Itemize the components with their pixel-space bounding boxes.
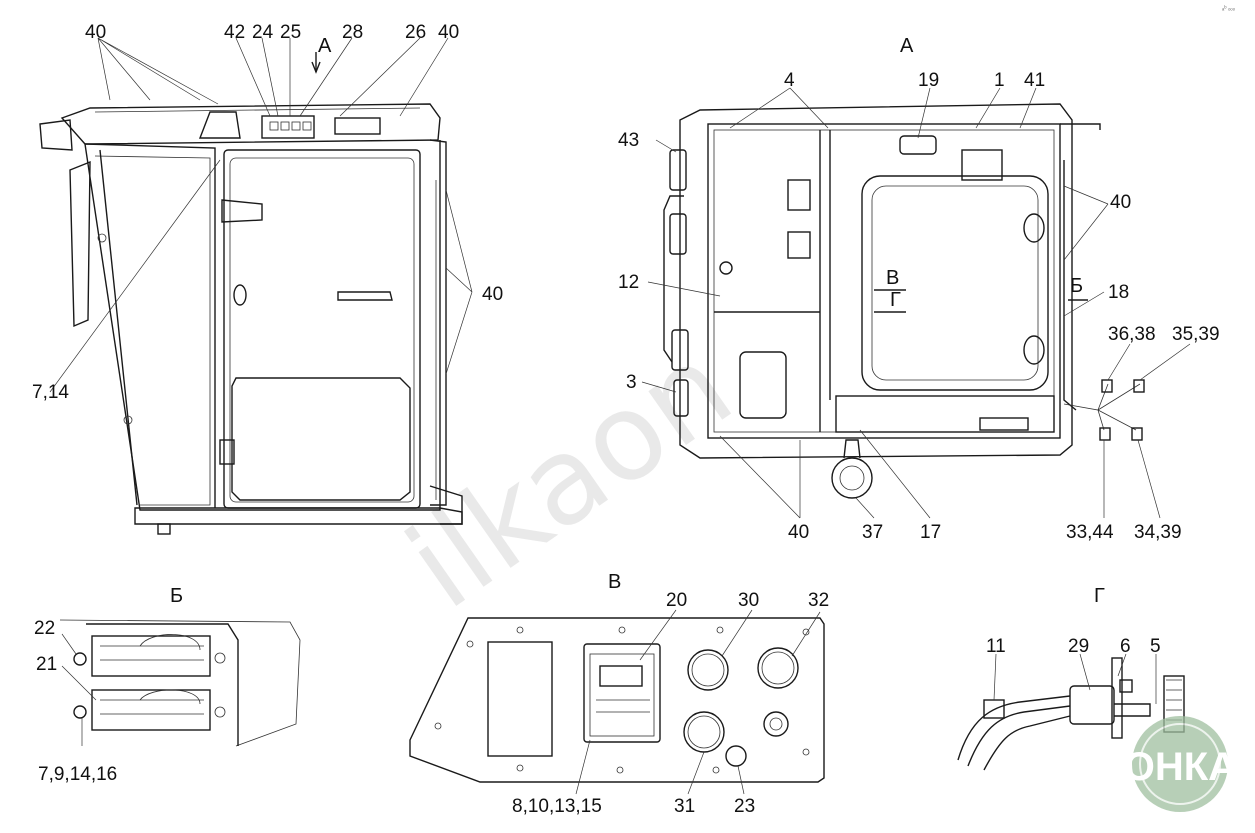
section-B-mark: Б [1070, 275, 1083, 297]
label-42: 42 [224, 22, 245, 43]
label-35-39: 35,39 [1172, 324, 1220, 345]
label-18: 18 [1108, 282, 1129, 303]
view-A-drawing [663, 103, 1145, 499]
label-3: 3 [626, 372, 637, 393]
label-12: 12 [618, 272, 639, 293]
label-11: 11 [986, 636, 1006, 657]
label-7-14: 7,14 [32, 382, 69, 403]
label-40-top-left: 40 [85, 22, 106, 43]
label-40-side: 40 [482, 284, 503, 305]
label-34-39: 34,39 [1134, 522, 1182, 543]
view-A-title: А [900, 35, 914, 57]
label-5: 5 [1150, 636, 1161, 657]
view-G-leaders [993, 653, 1157, 704]
view-A-leaders [641, 87, 1191, 519]
view-V-drawing [409, 617, 825, 783]
label-1: 1 [994, 70, 1005, 91]
label-36-38: 36,38 [1108, 324, 1156, 345]
view-B-title: Б [170, 585, 183, 607]
label-43: 43 [618, 130, 639, 151]
label-40-top-right: 40 [438, 22, 459, 43]
label-40-view-A-bottom: 40 [788, 522, 809, 543]
view-B-drawing [59, 619, 301, 747]
label-30: 30 [738, 590, 759, 611]
label-17: 17 [920, 522, 941, 543]
label-33-44: 33,44 [1066, 522, 1114, 543]
view-V-leaders [575, 609, 821, 795]
section-marker-A: А [318, 35, 332, 57]
corner-mark: ₐᵇ ₒₒₒ [1222, 5, 1236, 12]
label-40-view-A-right: 40 [1110, 192, 1131, 213]
label-23: 23 [734, 796, 755, 817]
section-G-mark: Г [890, 289, 901, 311]
label-7-9-14-16: 7,9,14,16 [38, 764, 117, 785]
label-32: 32 [808, 590, 829, 611]
section-V-mark: В [886, 267, 899, 289]
agronka-logo: АГРОНКА [1046, 716, 1237, 812]
label-22: 22 [34, 618, 55, 639]
view-V-title: В [608, 571, 621, 593]
label-4: 4 [784, 70, 795, 91]
label-21: 21 [36, 654, 57, 675]
logo-text: АГРОНКА [1046, 745, 1237, 789]
label-25: 25 [280, 22, 301, 43]
label-19: 19 [918, 70, 939, 91]
label-26: 26 [405, 22, 426, 43]
label-6: 6 [1120, 636, 1131, 657]
label-37: 37 [862, 522, 883, 543]
main-view-leaders [49, 37, 473, 393]
cabin-side-view [39, 103, 463, 535]
label-8-10-13-15: 8,10,13,15 [512, 796, 602, 817]
view-G-title: Г [1094, 585, 1105, 607]
label-31: 31 [674, 796, 695, 817]
label-20: 20 [666, 590, 687, 611]
view-B-leaders [61, 633, 97, 746]
label-28: 28 [342, 22, 363, 43]
label-41: 41 [1024, 70, 1045, 91]
view-G-drawing [957, 657, 1185, 771]
label-24: 24 [252, 22, 274, 43]
label-29: 29 [1068, 636, 1089, 657]
